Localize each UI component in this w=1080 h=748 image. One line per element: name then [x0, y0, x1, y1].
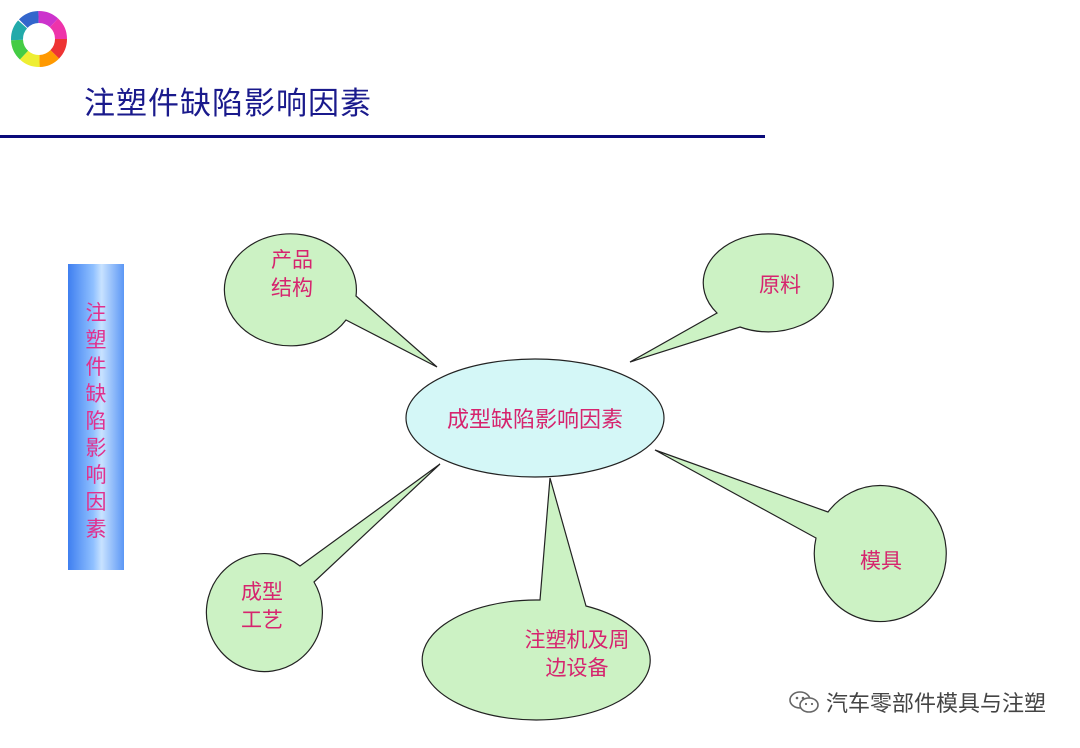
center-ellipse	[405, 358, 665, 478]
wechat-icon	[789, 691, 819, 713]
bubble-machine	[421, 477, 651, 721]
slide-title: 注塑件缺陷影响因素	[84, 86, 372, 122]
product-label: 产品 结构	[271, 248, 313, 300]
bubble-material	[629, 233, 834, 363]
wechat-watermark: 汽车零部件模具与注塑	[788, 686, 1046, 718]
bubble-mold	[654, 449, 947, 623]
watermark-text: 汽车零部件模具与注塑	[825, 692, 1046, 717]
logo-icon	[11, 11, 67, 67]
material-label: 原料	[759, 273, 801, 297]
mold-label: 模具	[860, 549, 902, 573]
center-label: 成型缺陷影响因素	[446, 408, 624, 433]
bubble-process	[205, 463, 441, 673]
bubble-product	[223, 233, 438, 368]
process-label: 成型 工艺	[241, 580, 283, 632]
title-divider	[0, 135, 765, 138]
vertical-title-bar: 注 塑 件 缺 陷 影 响 因 素	[68, 264, 124, 570]
vertical-title-text: 注 塑 件 缺 陷 影 响 因 素	[85, 301, 107, 541]
machine-label: 注塑机及周 边设备	[524, 628, 630, 680]
